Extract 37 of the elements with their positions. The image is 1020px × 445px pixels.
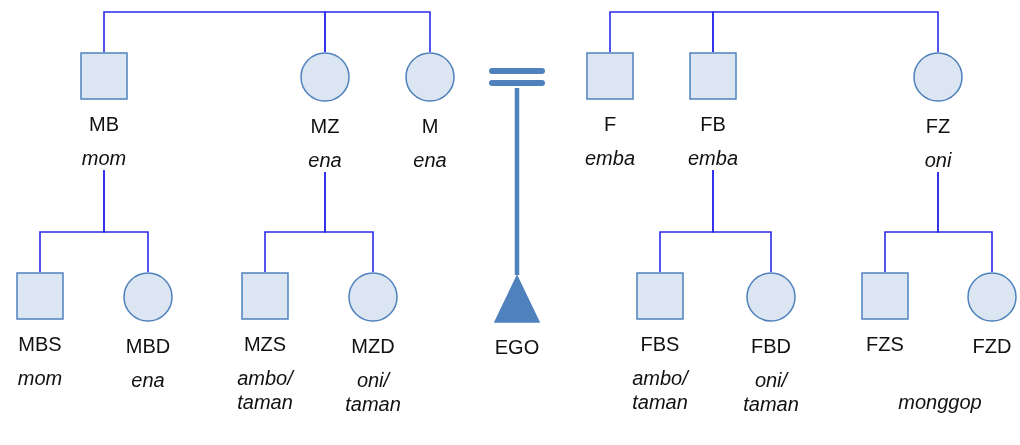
sibling-line: [712, 11, 939, 53]
kin-code-label: MZ: [310, 114, 340, 138]
kin-term-label: oni: [923, 148, 953, 172]
descent-line: [324, 171, 374, 273]
descent-line: [514, 88, 520, 275]
kin-code-label: MZS: [243, 332, 287, 356]
kin-term-label: ambo/ taman: [631, 366, 691, 414]
kin-term-label: ena: [307, 148, 343, 172]
kin-code-label: MBD: [125, 334, 171, 358]
kin-code-label: FZD: [972, 334, 1012, 358]
kin-term-label: oni/ taman: [742, 368, 800, 416]
descent-line: [937, 171, 993, 273]
kin-code-label: EGO: [494, 335, 540, 359]
kin-term-label: emba: [584, 146, 636, 170]
kin-code-label: M: [421, 114, 439, 138]
kin-term-label: monggop: [897, 390, 983, 414]
sibling-line: [609, 11, 714, 53]
kin-code-label: FBD: [751, 334, 791, 358]
kin-term-label: ena: [130, 368, 166, 392]
kin-code-label: FZS: [866, 332, 904, 356]
descent-line: [712, 169, 772, 273]
kin-term-label: mom: [16, 366, 64, 390]
kin-code-label: MBS: [18, 332, 62, 356]
kin-code-label: FB: [700, 112, 726, 136]
descent-line: [103, 169, 149, 273]
kin-code-label: MZD: [351, 334, 395, 358]
kin-term-label: mom: [80, 146, 128, 170]
kin-term-label: ena: [412, 148, 448, 172]
kin-code-label: MB: [89, 112, 119, 136]
sibling-line: [103, 11, 326, 53]
kin-term-label: oni/ taman: [344, 368, 402, 416]
kin-code-label: FBS: [640, 332, 680, 356]
kin-term-label: emba: [687, 146, 739, 170]
kin-code-label: F: [603, 112, 617, 136]
kin-term-label: ambo/ taman: [236, 366, 296, 414]
sibling-line: [324, 11, 431, 53]
kin-code-label: FZ: [925, 114, 951, 138]
